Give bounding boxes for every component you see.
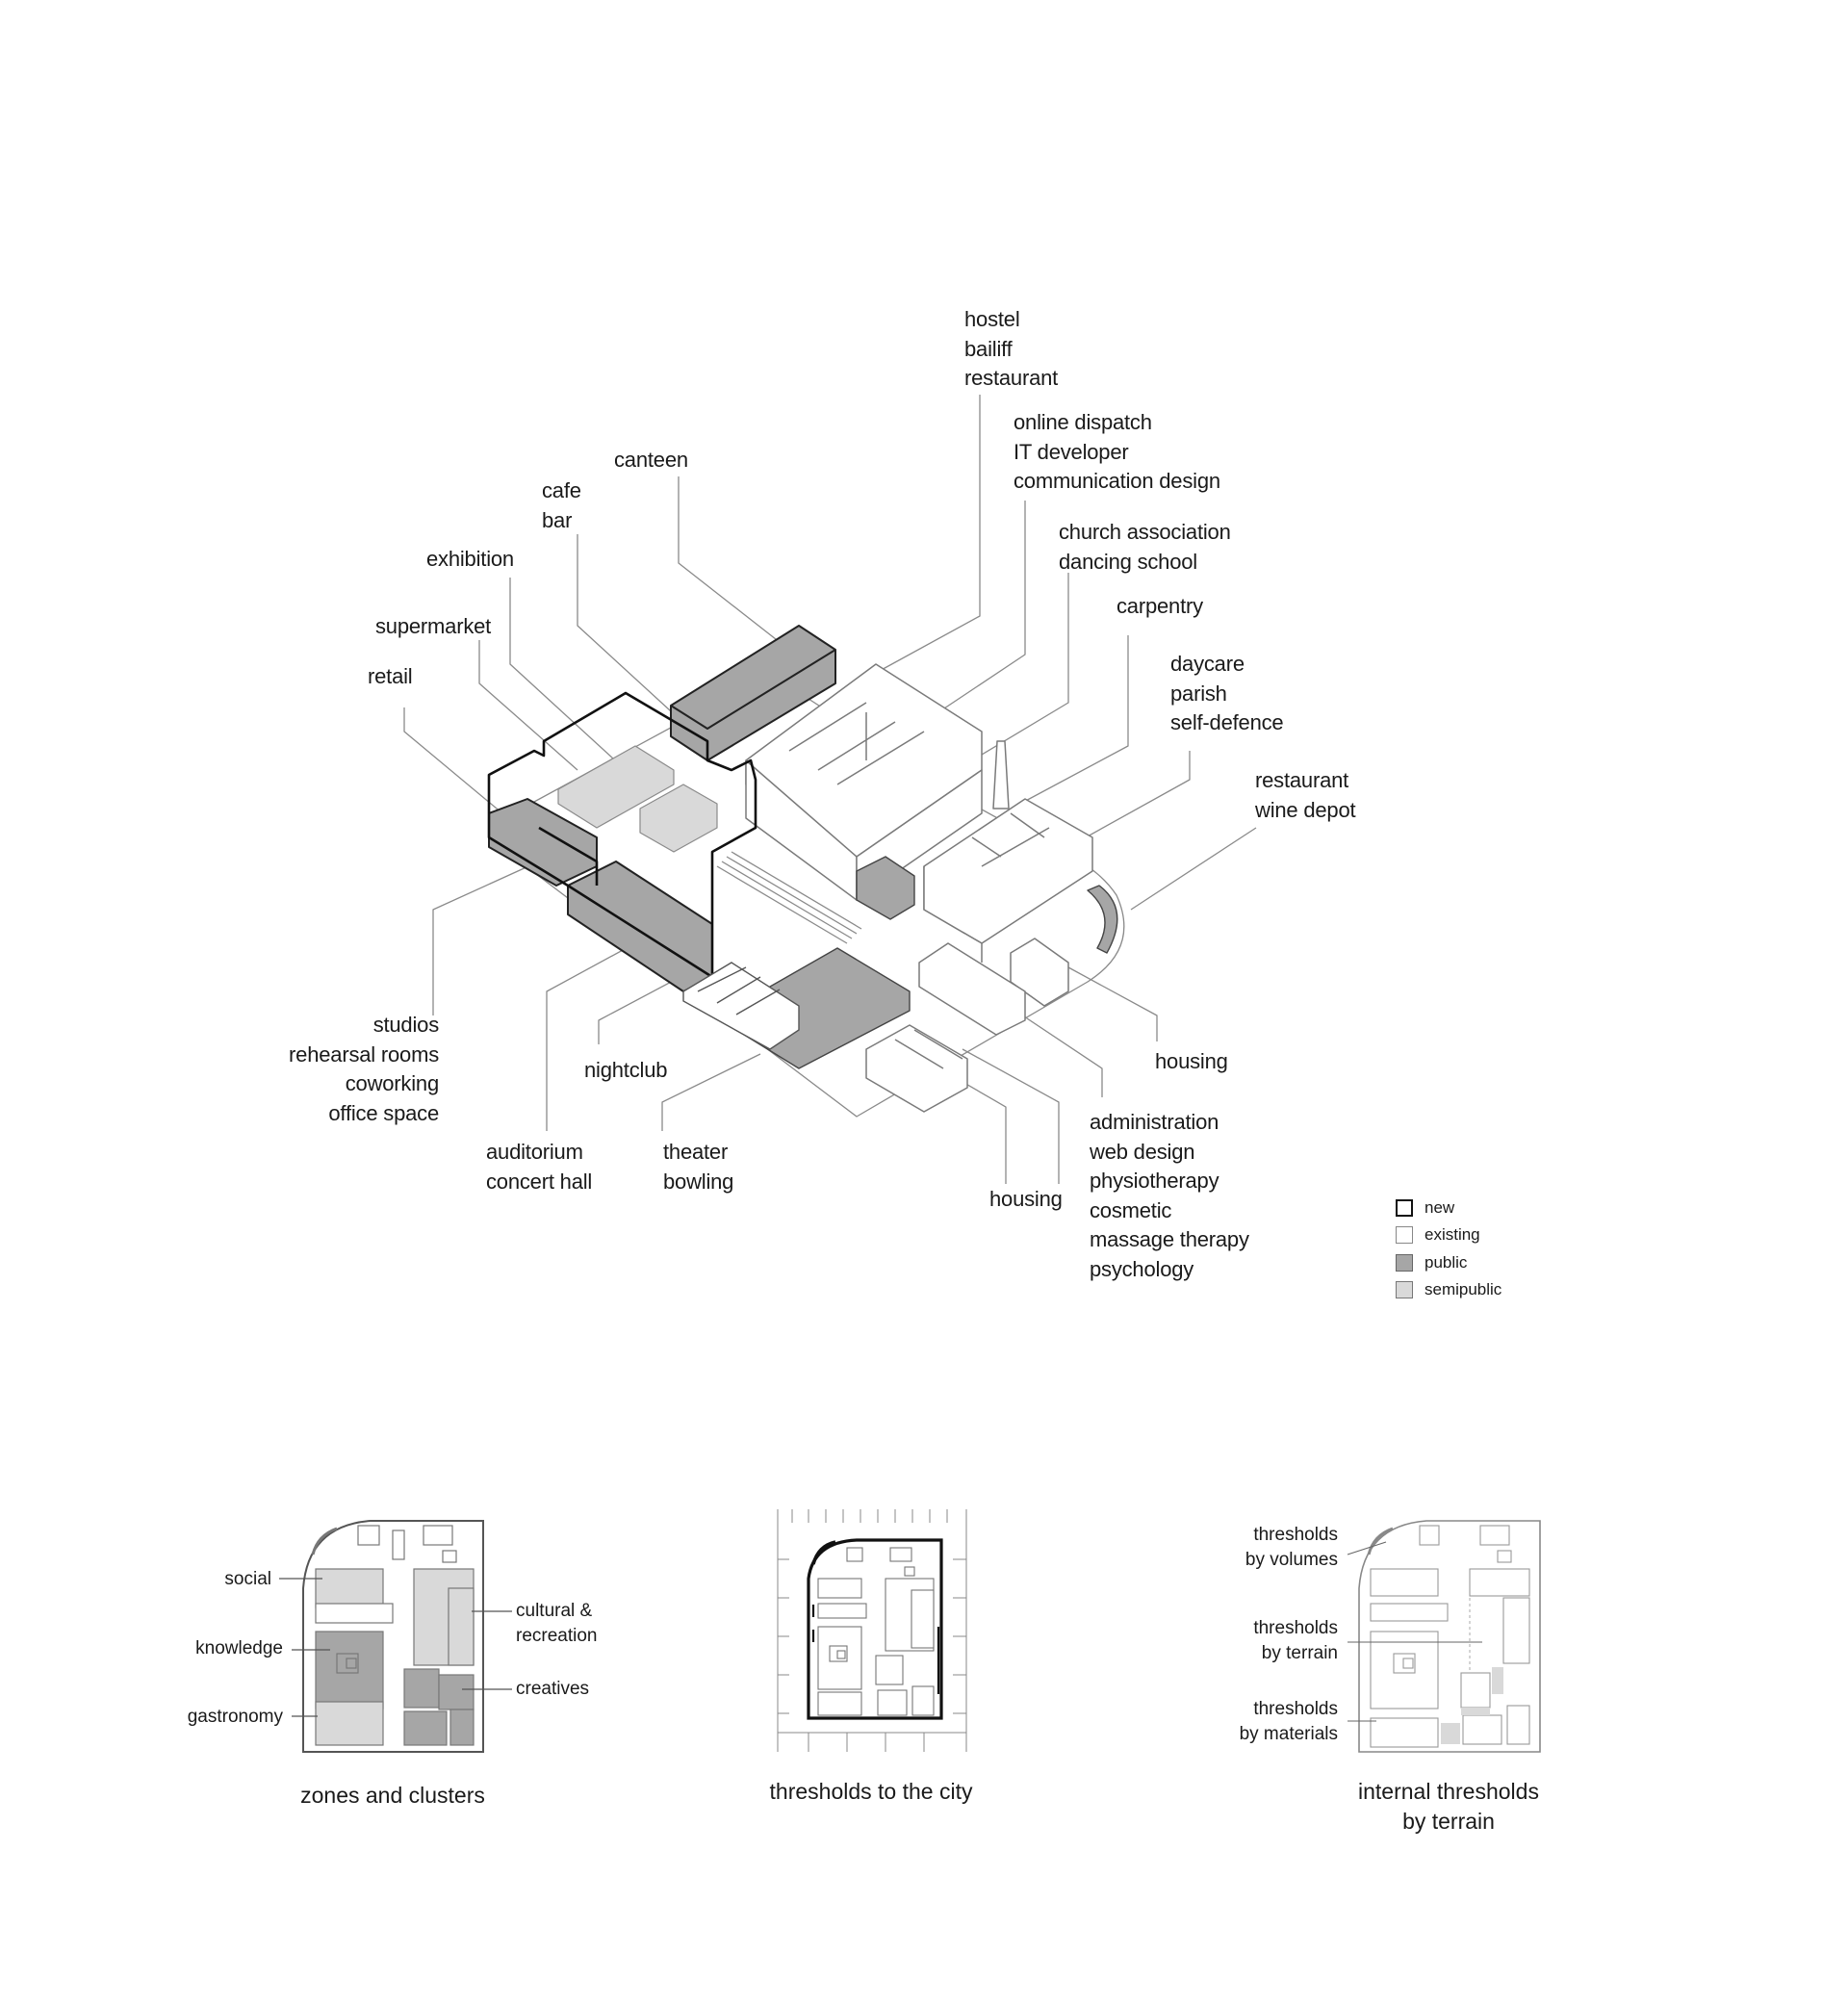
zones-label-knowledge: knowledge: [195, 1638, 283, 1658]
leader-online: [923, 501, 1026, 723]
label-hostel: hostel bailiff restaurant: [964, 307, 1059, 390]
label-daycare: daycare parish self-defence: [1170, 652, 1284, 734]
zones-label-social: social: [224, 1569, 271, 1589]
zones-label-gastronomy: gastronomy: [187, 1707, 283, 1727]
legend-swatch-public: [1396, 1254, 1413, 1272]
label-church-association: church association dancing school: [1059, 520, 1231, 574]
label-supermarket: supermarket: [375, 614, 492, 638]
label-exhibition: exhibition: [426, 547, 514, 571]
label-cafe-bar: cafe bar: [542, 478, 581, 532]
leader-carpentry: [1019, 635, 1129, 805]
legend-label-new: new: [1424, 1198, 1455, 1217]
leader-daycare: [1067, 751, 1191, 848]
leader-restaurant: [1130, 827, 1257, 911]
label-auditorium: auditorium concert hall: [486, 1140, 593, 1194]
leader-housing-r: [1067, 966, 1158, 1041]
legend-label-existing: existing: [1424, 1225, 1480, 1244]
new-building-outline: [487, 691, 757, 979]
caption-zones: zones and clusters: [300, 1783, 485, 1808]
caption-internal: internal thresholds by terrain: [1358, 1779, 1539, 1834]
caption-city: thresholds to the city: [769, 1779, 973, 1804]
label-theater: theater bowling: [663, 1140, 734, 1194]
label-studios: studios rehearsal rooms coworking office…: [289, 1013, 439, 1125]
label-housing-right: housing: [1155, 1049, 1228, 1073]
leader-theater: [661, 1053, 761, 1131]
legend-swatch-semipublic: [1396, 1281, 1413, 1298]
label-online-dispatch: online dispatch IT developer communicati…: [1014, 410, 1220, 493]
internal-label-materials: thresholds by materials: [1239, 1699, 1338, 1744]
leader-hostel: [856, 395, 981, 684]
leader-retail: [403, 707, 521, 829]
label-canteen: canteen: [614, 448, 688, 472]
leader-auditorium: [546, 942, 636, 1131]
label-carpentry: carpentry: [1116, 594, 1203, 618]
label-administration: administration web design physiotherapy …: [1090, 1110, 1249, 1281]
internal-label-terrain: thresholds by terrain: [1253, 1618, 1338, 1663]
leader-canteen: [678, 476, 790, 651]
zones-label-cultural: cultural & recreation: [516, 1601, 598, 1646]
label-restaurant-wine: restaurant wine depot: [1255, 768, 1356, 822]
leader-studios: [432, 861, 540, 1015]
leader-cafe: [577, 534, 694, 733]
legend-swatch-existing: [1396, 1226, 1413, 1244]
zones-label-creatives: creatives: [516, 1679, 590, 1699]
label-housing-bottom: housing: [989, 1187, 1063, 1211]
leader-admin1: [962, 1048, 1060, 1184]
legend-swatch-new: [1396, 1199, 1413, 1217]
label-nightclub: nightclub: [584, 1058, 668, 1082]
label-retail: retail: [368, 664, 413, 688]
legend-label-semipublic: semipublic: [1424, 1280, 1502, 1298]
leader-admin2: [1000, 1000, 1103, 1097]
leader-exhibition: [509, 578, 627, 771]
legend-label-public: public: [1424, 1253, 1468, 1272]
internal-label-volumes: thresholds by volumes: [1245, 1525, 1338, 1570]
